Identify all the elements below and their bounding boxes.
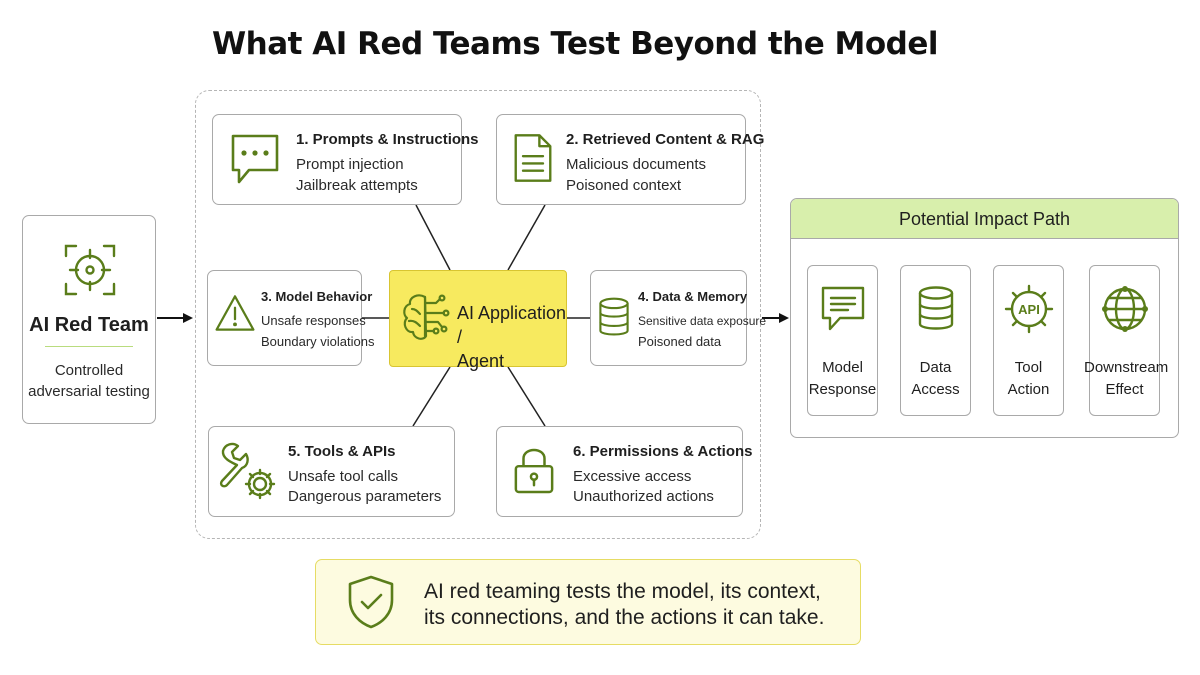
connector-card-6	[507, 366, 546, 427]
api-gear-icon: API	[1004, 284, 1054, 334]
impact-path-panel: Potential Impact Path Model Response Dat…	[790, 198, 1179, 438]
card-item: Unsafe responses	[261, 313, 366, 328]
card-item: Unauthorized actions	[573, 488, 714, 505]
response-bubble-icon	[821, 286, 865, 331]
system-boundary	[195, 90, 761, 539]
divider	[45, 346, 133, 347]
red-team-title: AI Red Team	[29, 314, 149, 336]
card-item: Boundary violations	[261, 334, 375, 349]
card-model-behavior: 3. Model Behavior Unsafe responses Bound…	[207, 270, 374, 366]
summary-text: AI red teaming tests the model, its cont…	[424, 580, 825, 629]
card-item: Poisoned data	[638, 334, 722, 349]
chat-bubble-icon	[231, 134, 279, 184]
step-label: Data Access	[911, 359, 960, 398]
card-data-memory: 4. Data & Memory Sensitive data exposure…	[590, 270, 766, 366]
step-label: Model Response	[808, 359, 877, 398]
connector-card-2	[507, 204, 546, 271]
impact-step-model-response: Model Response	[807, 265, 878, 416]
card-title: 6. Permissions & Actions	[573, 443, 753, 460]
card-retrieved-content-rag: 2. Retrieved Content & RAG Malicious doc…	[496, 114, 764, 205]
database-icon	[599, 297, 629, 336]
step-label: Tool Action	[1007, 359, 1050, 398]
step-label: Downstream Effect	[1084, 359, 1169, 398]
red-team-box: AI Red Team Controlled adversarial testi…	[22, 215, 156, 424]
target-crosshair-icon	[64, 244, 116, 296]
document-icon	[514, 134, 552, 182]
card-tools-apis: 5. Tools & APIs Unsafe tool calls Danger…	[208, 426, 455, 517]
database-icon	[918, 286, 954, 330]
center-label: AI Application / Agent	[457, 303, 567, 371]
globe-network-icon	[1102, 286, 1148, 332]
shield-check-icon	[348, 575, 394, 629]
impact-step-tool-action: API Tool Action	[993, 265, 1064, 416]
card-permissions-actions: 6. Permissions & Actions Excessive acces…	[496, 426, 753, 517]
card-item: Prompt injection	[296, 156, 404, 173]
card-title: 5. Tools & APIs	[288, 443, 396, 460]
padlock-icon	[514, 448, 554, 494]
card-item: Dangerous parameters	[288, 488, 442, 505]
wrench-gear-icon	[219, 442, 276, 500]
connector-card-5	[412, 366, 451, 427]
impact-path-title: Potential Impact Path	[791, 199, 1178, 239]
impact-step-data-access: Data Access	[900, 265, 971, 416]
card-item: Excessive access	[573, 468, 692, 485]
connector-card-1	[415, 204, 451, 271]
impact-step-downstream-effect: Downstream Effect	[1084, 265, 1168, 416]
card-title: 3. Model Behavior	[261, 289, 373, 304]
summary-callout: AI red teaming tests the model, its cont…	[315, 559, 861, 645]
card-title: 1. Prompts & Instructions	[296, 131, 479, 148]
ai-application-agent: AI Application / Agent	[389, 270, 567, 371]
card-item: Unsafe tool calls	[288, 468, 399, 485]
card-item: Sensitive data exposure	[638, 314, 767, 328]
diagram-title: What AI Red Teams Test Beyond the Model	[211, 26, 939, 62]
brain-circuit-icon	[403, 294, 450, 340]
card-item: Poisoned context	[566, 177, 682, 194]
card-prompts-instructions: 1. Prompts & Instructions Prompt injecti…	[212, 114, 479, 205]
card-title: 2. Retrieved Content & RAG	[566, 131, 765, 148]
svg-text:API: API	[1018, 302, 1040, 317]
red-team-description: Controlled adversarial testing	[28, 362, 150, 400]
card-item: Jailbreak attempts	[296, 177, 418, 194]
card-title: 4. Data & Memory	[638, 289, 748, 304]
card-item: Malicious documents	[566, 156, 707, 173]
warning-triangle-icon	[215, 295, 255, 331]
